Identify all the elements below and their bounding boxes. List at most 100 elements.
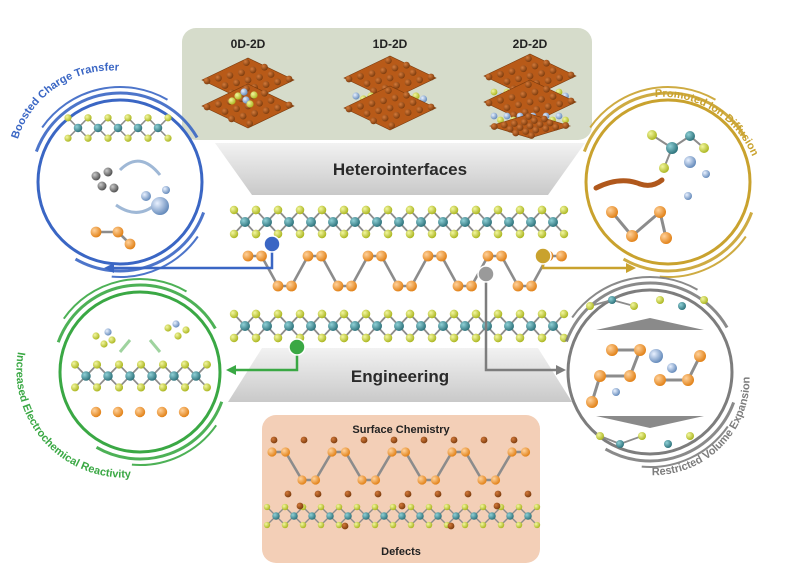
slab-atom [403, 91, 410, 99]
chalcogen-atom [273, 205, 283, 215]
chain-atom [340, 447, 351, 457]
circle-frame [584, 98, 752, 266]
circle-arc [131, 424, 217, 466]
chalcogen-atom [537, 229, 547, 239]
slab-atom [393, 111, 400, 119]
chalcogen-atom [263, 521, 271, 529]
metal-atom [328, 321, 338, 331]
connector-blue [110, 246, 274, 270]
metal-atom [73, 123, 83, 133]
label-0d-2d: 0D-2D [231, 37, 266, 51]
layer-atom [664, 440, 672, 448]
surface-group [360, 436, 368, 444]
metal-atom [460, 321, 470, 331]
metal-atom [290, 512, 298, 520]
adsorbate-atom [108, 336, 116, 344]
metal-atom [240, 217, 250, 227]
chalcogen-atom [383, 309, 393, 319]
chain-atom [112, 406, 124, 418]
metal-atom [103, 371, 113, 381]
chain-atom [272, 280, 284, 292]
chalcogen-atom [281, 503, 289, 511]
chalcogen-atom [124, 114, 132, 122]
slab-atom [538, 69, 545, 77]
slab-atom [393, 81, 400, 89]
surface-group [464, 490, 472, 498]
slab-atom [391, 94, 399, 102]
slab-atom [233, 105, 240, 113]
layer-atom [685, 131, 695, 141]
chain-atom [447, 447, 457, 457]
layer-atom [700, 296, 708, 304]
slab-atom [416, 106, 423, 114]
surface-group [374, 490, 382, 498]
chalcogen-atom [229, 333, 239, 343]
chalcogen-atom [493, 333, 503, 343]
chalcogen-atom [273, 309, 283, 319]
slab-atom [497, 70, 504, 78]
slab-atom [512, 129, 520, 137]
slab-atom [427, 103, 435, 111]
slab-atom [363, 110, 371, 117]
slab-atom [388, 122, 396, 129]
chain-bond [284, 450, 304, 482]
chalcogen-atom [407, 521, 415, 529]
chalcogen-atom [479, 521, 487, 529]
chalcogen-atom [144, 134, 152, 142]
chain-atom [370, 475, 381, 485]
circle-promoted-ion-diffusion [582, 86, 754, 278]
chain-atom [694, 350, 706, 362]
chain-atom [112, 226, 124, 238]
circle-increased-electrochemical-reactivity [56, 278, 224, 466]
slab-atom [345, 105, 353, 113]
slab-atom [503, 104, 511, 111]
surface-group [404, 490, 412, 498]
slab-atom [526, 122, 534, 130]
chalcogen-atom [353, 503, 361, 511]
chain-atom [466, 280, 477, 292]
slab-atom [262, 81, 270, 88]
metal-atom [524, 512, 532, 520]
chalcogen-atom [449, 205, 459, 215]
surface-group [344, 490, 352, 498]
metal-atom [153, 123, 163, 133]
chalcogen-atom [405, 229, 415, 239]
nanowire-atom [352, 92, 360, 100]
chalcogen-atom [537, 333, 547, 343]
chalcogen-atom [251, 309, 261, 319]
slab-atom [386, 104, 394, 112]
slab-atom [542, 125, 550, 132]
layer-atom [586, 302, 594, 310]
slab-atom [549, 67, 557, 74]
slab-atom [267, 97, 275, 104]
chain-atom [327, 447, 337, 457]
circle-arc [34, 91, 199, 153]
metal-atom [438, 321, 448, 331]
chalcogen-atom [64, 134, 72, 142]
slab-atom [274, 78, 281, 86]
metal-atom [438, 217, 448, 227]
surface-group [510, 436, 518, 444]
adsorbate-atom [164, 324, 172, 332]
metal-atom [416, 217, 426, 227]
transfer-arrow [118, 159, 162, 176]
chalcogen-atom [229, 309, 239, 319]
metal-atom [350, 321, 360, 331]
metal-atom [191, 371, 201, 381]
chain-atom [586, 396, 598, 408]
chalcogen-atom [335, 521, 343, 529]
adsorbate-atom [172, 320, 180, 328]
slab-atom [261, 63, 268, 71]
slab-atom [540, 115, 548, 123]
metal-atom [416, 512, 424, 520]
chain-atom [422, 250, 434, 262]
chain-atom [660, 232, 672, 244]
slab-atom [538, 95, 545, 103]
chain-atom [406, 280, 417, 292]
slab-atom [221, 82, 229, 89]
heterointerfaces-banner [215, 143, 585, 195]
interlayer-atom [555, 112, 563, 120]
chain-atom [400, 447, 411, 457]
surface-group [284, 490, 292, 498]
